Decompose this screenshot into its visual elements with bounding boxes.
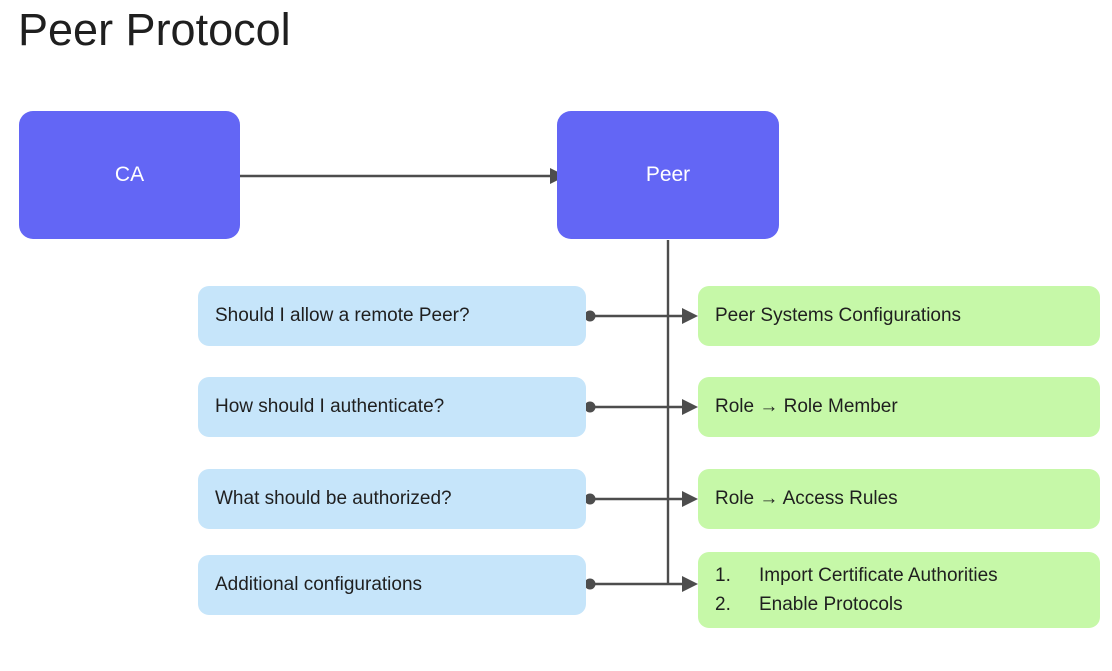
node-question-3-label: What should be authorized? (215, 488, 452, 509)
node-answer-4[interactable]: 1. Import Certificate Authorities 2. Ena… (698, 552, 1100, 628)
node-question-4-label: Additional configurations (215, 574, 423, 595)
edge-row-4 (584, 576, 698, 592)
node-answer-3-label: Role → Access Rules (715, 488, 898, 509)
list-item: 1. Import Certificate Authorities (715, 561, 998, 590)
list-item: 2. Enable Protocols (715, 590, 998, 619)
node-question-2-label: How should I authenticate? (215, 396, 445, 417)
node-question-4[interactable]: Additional configurations (198, 555, 586, 615)
list-item-text: Enable Protocols (759, 594, 903, 615)
list-item-text: Import Certificate Authorities (759, 565, 998, 586)
node-ca-label: CA (114, 163, 145, 186)
edge-ca-to-peer (240, 168, 566, 184)
node-answer-3[interactable]: Role → Access Rules (698, 469, 1100, 529)
node-answer-2[interactable]: Role → Role Member (698, 377, 1100, 437)
edge-row-2 (584, 399, 698, 415)
answer-4-list: 1. Import Certificate Authorities 2. Ena… (715, 561, 998, 619)
node-question-2[interactable]: How should I authenticate? (198, 377, 586, 437)
node-answer-1-label: Peer Systems Configurations (715, 305, 962, 326)
list-item-number: 2. (715, 594, 731, 615)
edge-row-3 (584, 491, 698, 507)
node-peer[interactable]: Peer (557, 111, 779, 239)
edge-row-1 (584, 308, 698, 324)
node-ca[interactable]: CA (19, 111, 240, 239)
node-peer-label: Peer (645, 163, 691, 186)
list-item-number: 1. (715, 565, 731, 586)
node-answer-2-label: Role → Role Member (715, 396, 898, 417)
node-answer-1[interactable]: Peer Systems Configurations (698, 286, 1100, 346)
node-question-1[interactable]: Should I allow a remote Peer? (198, 286, 586, 346)
page-title: Peer Protocol (18, 4, 291, 55)
node-question-3[interactable]: What should be authorized? (198, 469, 586, 529)
node-question-1-label: Should I allow a remote Peer? (215, 305, 470, 326)
